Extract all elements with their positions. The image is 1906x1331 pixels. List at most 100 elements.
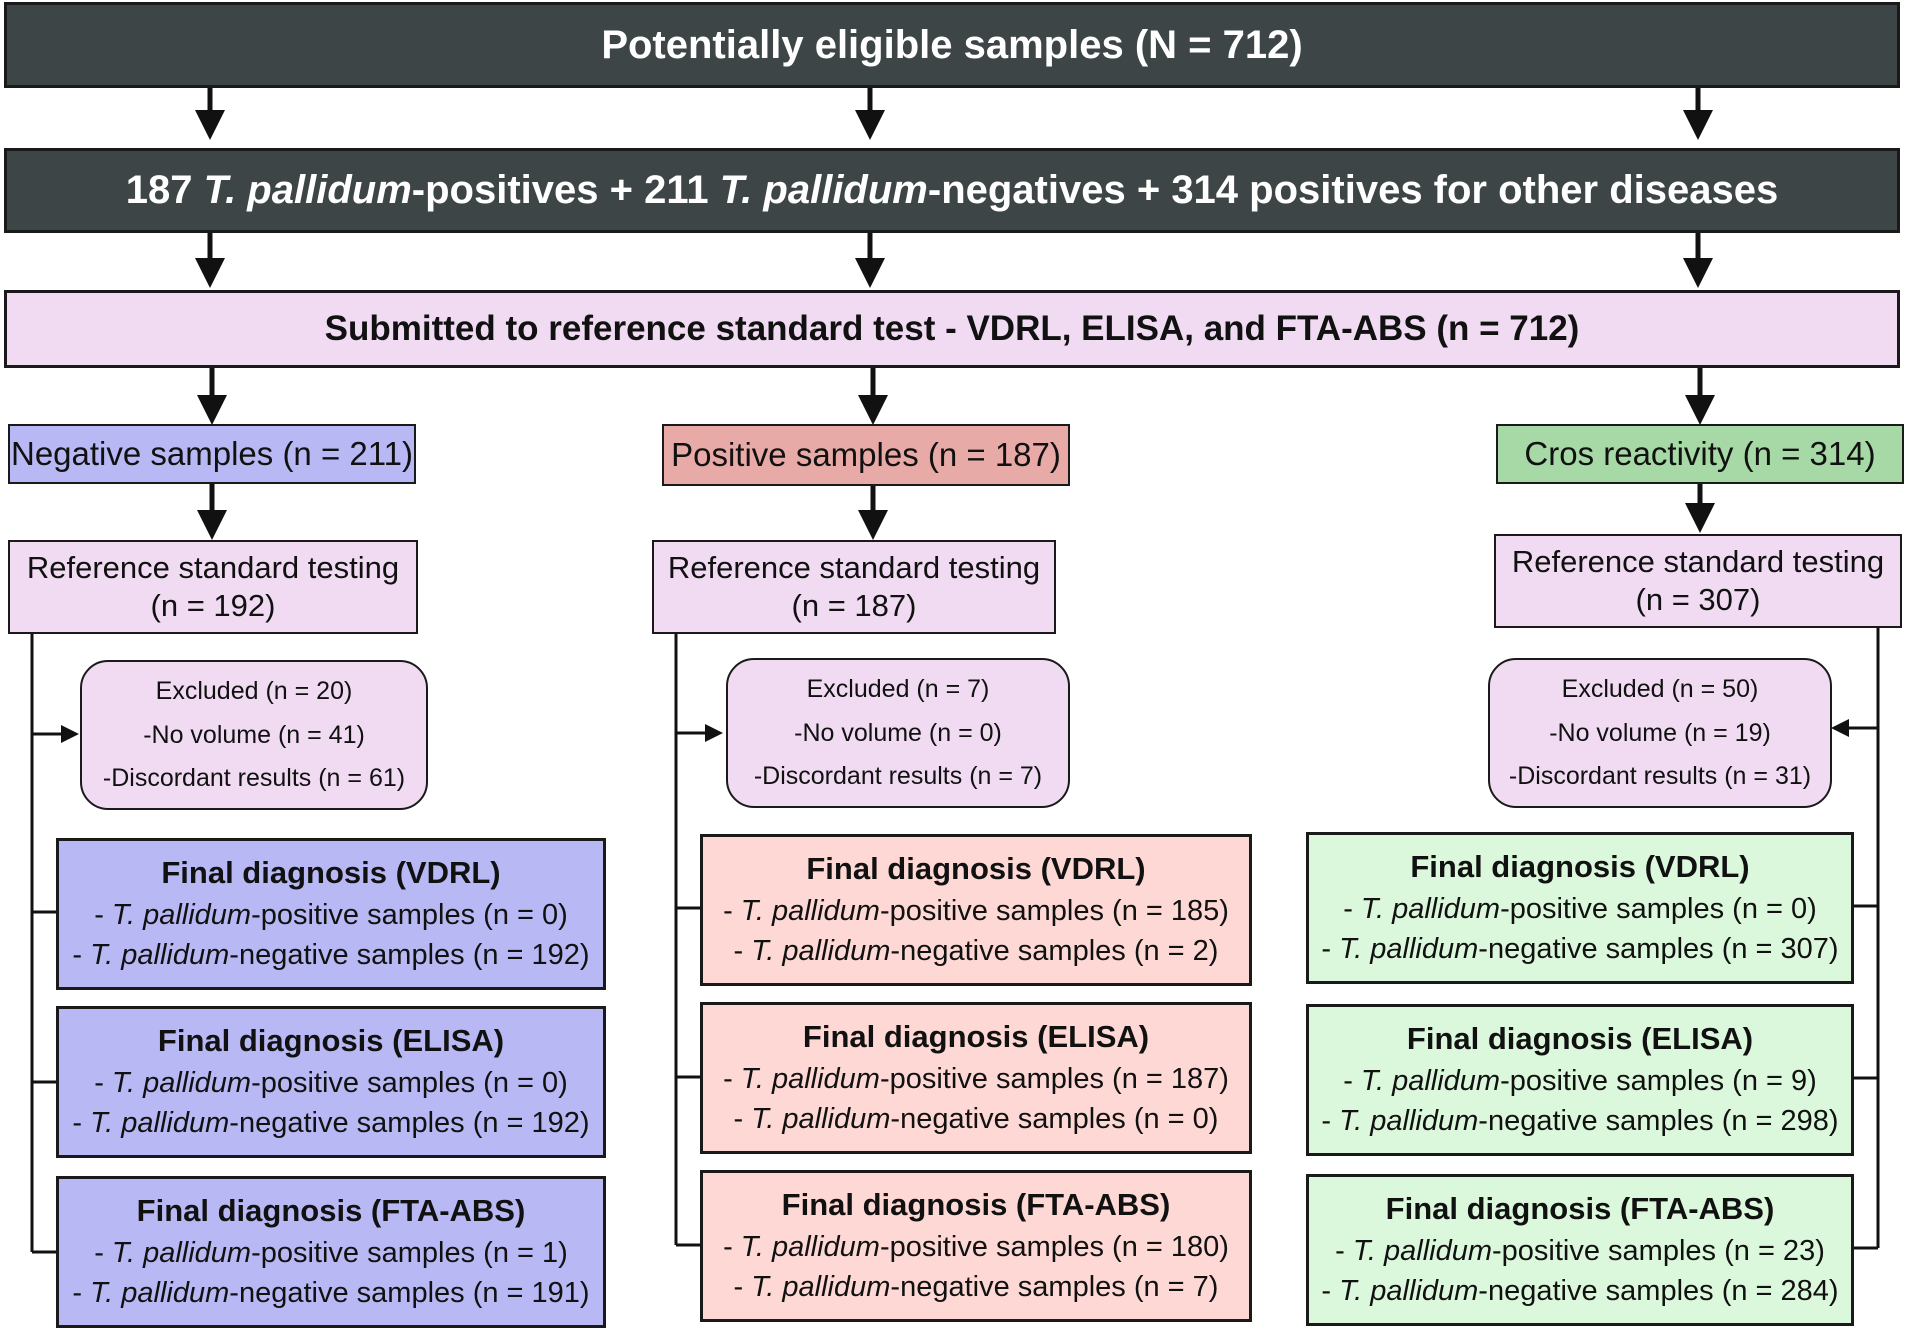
final-negative-line: - T. pallidum-negative samples (n = 7)	[733, 1271, 1219, 1303]
final-positive-line: - T. pallidum-positive samples (n = 185)	[723, 895, 1229, 927]
final-negative-count: -negative samples (n = 307)	[1478, 933, 1839, 965]
species-name: T. pallidum	[90, 1277, 230, 1309]
final-positive-line: - T. pallidum-positive samples (n = 9)	[1343, 1065, 1817, 1097]
final-positive-count: -positive samples (n = 0)	[1500, 893, 1817, 925]
final-positive-count: -positive samples (n = 187)	[879, 1063, 1229, 1095]
no-volume-count: -No volume (n = 41)	[143, 720, 365, 749]
composition-part1: 187	[125, 168, 204, 212]
final-negative-line: - T. pallidum-negative samples (n = 298)	[1321, 1105, 1839, 1137]
final-positive-count: -positive samples (n = 9)	[1500, 1065, 1817, 1097]
composition-part3: -negatives + 314 positives for other dis…	[927, 168, 1779, 212]
species-name: T. pallidum	[1339, 1105, 1479, 1137]
negative-samples-label: Negative samples (n = 211)	[10, 435, 413, 472]
no-volume-count: -No volume (n = 19)	[1549, 718, 1771, 747]
negative-final-elisa: Final diagnosis (ELISA) - T. pallidum-po…	[56, 1006, 606, 1158]
final-positive-count: -positive samples (n = 180)	[879, 1231, 1229, 1263]
final-positive-count: -positive samples (n = 0)	[251, 1067, 568, 1099]
species-name: T. pallidum	[90, 1107, 230, 1139]
final-negative-count: -negative samples (n = 7)	[890, 1271, 1219, 1303]
negative-reference-testing: Reference standard testing (n = 192)	[8, 540, 418, 634]
cross-final-elisa: Final diagnosis (ELISA) - T. pallidum-po…	[1306, 1004, 1854, 1156]
reference-standard-box: Submitted to reference standard test - V…	[4, 290, 1900, 368]
negative-reference-label: Reference standard testing	[26, 550, 400, 585]
species-name: T. pallidum	[1339, 1275, 1479, 1307]
reference-standard-text: Submitted to reference standard test - V…	[324, 309, 1580, 348]
species-name: T. pallidum	[1352, 1235, 1493, 1267]
positive-samples-header: Positive samples (n = 187)	[662, 424, 1070, 486]
final-negative-count: -negative samples (n = 2)	[890, 935, 1219, 967]
species-name: T. pallidum	[90, 939, 230, 971]
positive-excluded-box: Excluded (n = 7) -No volume (n = 0) -Dis…	[726, 658, 1070, 808]
species-name: T. pallidum	[751, 935, 891, 967]
final-negative-line: - T. pallidum-negative samples (n = 284)	[1321, 1275, 1839, 1307]
negative-final-vdrl: Final diagnosis (VDRL) - T. pallidum-pos…	[56, 838, 606, 990]
species-name: T. pallidum	[111, 899, 252, 931]
species-name: T. pallidum	[1360, 893, 1501, 925]
cross-reference-count: (n = 307)	[1635, 582, 1761, 617]
cross-reactivity-label: Cros reactivity (n = 314)	[1524, 435, 1876, 472]
final-negative-line: - T. pallidum-negative samples (n = 2)	[733, 935, 1219, 967]
final-negative-line: - T. pallidum-negative samples (n = 307)	[1321, 933, 1839, 965]
excluded-count: Excluded (n = 20)	[155, 676, 353, 705]
composition-species1: T. pallidum	[203, 168, 412, 212]
negative-samples-header: Negative samples (n = 211)	[8, 424, 416, 484]
positive-reference-count: (n = 187)	[791, 588, 917, 623]
final-title: Final diagnosis (FTA-ABS)	[1385, 1191, 1775, 1226]
final-title: Final diagnosis (ELISA)	[157, 1023, 505, 1058]
species-name: T. pallidum	[751, 1103, 891, 1135]
cross-reactivity-header: Cros reactivity (n = 314)	[1496, 424, 1904, 484]
final-positive-line: - T. pallidum-positive samples (n = 1)	[94, 1237, 568, 1269]
final-title: Final diagnosis (ELISA)	[1406, 1021, 1754, 1056]
final-negative-count: -negative samples (n = 284)	[1478, 1275, 1839, 1307]
final-negative-line: - T. pallidum-negative samples (n = 192)	[72, 1107, 590, 1139]
final-title: Final diagnosis (FTA-ABS)	[136, 1193, 526, 1228]
final-positive-line: - T. pallidum-positive samples (n = 0)	[1343, 893, 1817, 925]
final-title: Final diagnosis (VDRL)	[161, 855, 501, 890]
species-name: T. pallidum	[740, 1231, 880, 1263]
cross-reference-label: Reference standard testing	[1511, 544, 1885, 579]
final-positive-line: - T. pallidum-positive samples (n = 187)	[723, 1063, 1229, 1095]
final-positive-count: -positive samples (n = 0)	[251, 899, 568, 931]
final-positive-count: -positive samples (n = 23)	[1492, 1235, 1825, 1267]
cross-final-fta-abs: Final diagnosis (FTA-ABS) - T. pallidum-…	[1306, 1174, 1854, 1326]
final-positive-line: - T. pallidum-positive samples (n = 0)	[94, 1067, 568, 1099]
composition-part2: -positives + 211	[411, 168, 720, 212]
positive-final-elisa: Final diagnosis (ELISA) - T. pallidum-po…	[700, 1002, 1252, 1154]
excluded-count: Excluded (n = 50)	[1561, 674, 1759, 703]
no-volume-count: -No volume (n = 0)	[794, 718, 1002, 747]
final-title: Final diagnosis (FTA-ABS)	[781, 1187, 1171, 1222]
final-title: Final diagnosis (VDRL)	[806, 851, 1146, 886]
positive-final-fta-abs: Final diagnosis (FTA-ABS) - T. pallidum-…	[700, 1170, 1252, 1322]
negative-excluded-box: Excluded (n = 20) -No volume (n = 41) -D…	[80, 660, 428, 810]
discordant-count: -Discordant results (n = 7)	[753, 762, 1043, 791]
final-negative-line: - T. pallidum-negative samples (n = 0)	[733, 1103, 1219, 1135]
final-positive-count: -positive samples (n = 185)	[879, 895, 1229, 927]
eligible-samples-box: Potentially eligible samples (N = 712)	[4, 2, 1900, 88]
species-name: T. pallidum	[1339, 933, 1479, 965]
sample-composition-text: 187 T. pallidum-positives + 211 T. palli…	[126, 168, 1779, 213]
cross-excluded-box: Excluded (n = 50) -No volume (n = 19) -D…	[1488, 658, 1832, 808]
positive-reference-label: Reference standard testing	[667, 550, 1041, 585]
positive-reference-testing: Reference standard testing (n = 187)	[652, 540, 1056, 634]
final-positive-line: - T. pallidum-positive samples (n = 0)	[94, 899, 568, 931]
final-positive-line: - T. pallidum-positive samples (n = 23)	[1335, 1235, 1825, 1267]
species-name: T. pallidum	[1360, 1065, 1501, 1097]
positive-samples-label: Positive samples (n = 187)	[671, 436, 1061, 473]
cross-final-vdrl: Final diagnosis (VDRL) - T. pallidum-pos…	[1306, 832, 1854, 984]
species-name: T. pallidum	[740, 895, 880, 927]
final-negative-count: -negative samples (n = 0)	[890, 1103, 1219, 1135]
composition-species2: T. pallidum	[719, 168, 928, 212]
final-positive-count: -positive samples (n = 1)	[251, 1237, 568, 1269]
discordant-count: -Discordant results (n = 31)	[1508, 762, 1812, 791]
eligible-samples-text: Potentially eligible samples (N = 712)	[601, 22, 1303, 67]
species-name: T. pallidum	[111, 1237, 252, 1269]
species-name: T. pallidum	[111, 1067, 252, 1099]
final-title: Final diagnosis (ELISA)	[802, 1019, 1150, 1054]
final-negative-count: -negative samples (n = 298)	[1478, 1105, 1839, 1137]
final-title: Final diagnosis (VDRL)	[1410, 849, 1750, 884]
final-positive-line: - T. pallidum-positive samples (n = 180)	[723, 1231, 1229, 1263]
negative-final-fta-abs: Final diagnosis (FTA-ABS) - T. pallidum-…	[56, 1176, 606, 1328]
final-negative-line: - T. pallidum-negative samples (n = 191)	[72, 1277, 590, 1309]
species-name: T. pallidum	[751, 1271, 891, 1303]
